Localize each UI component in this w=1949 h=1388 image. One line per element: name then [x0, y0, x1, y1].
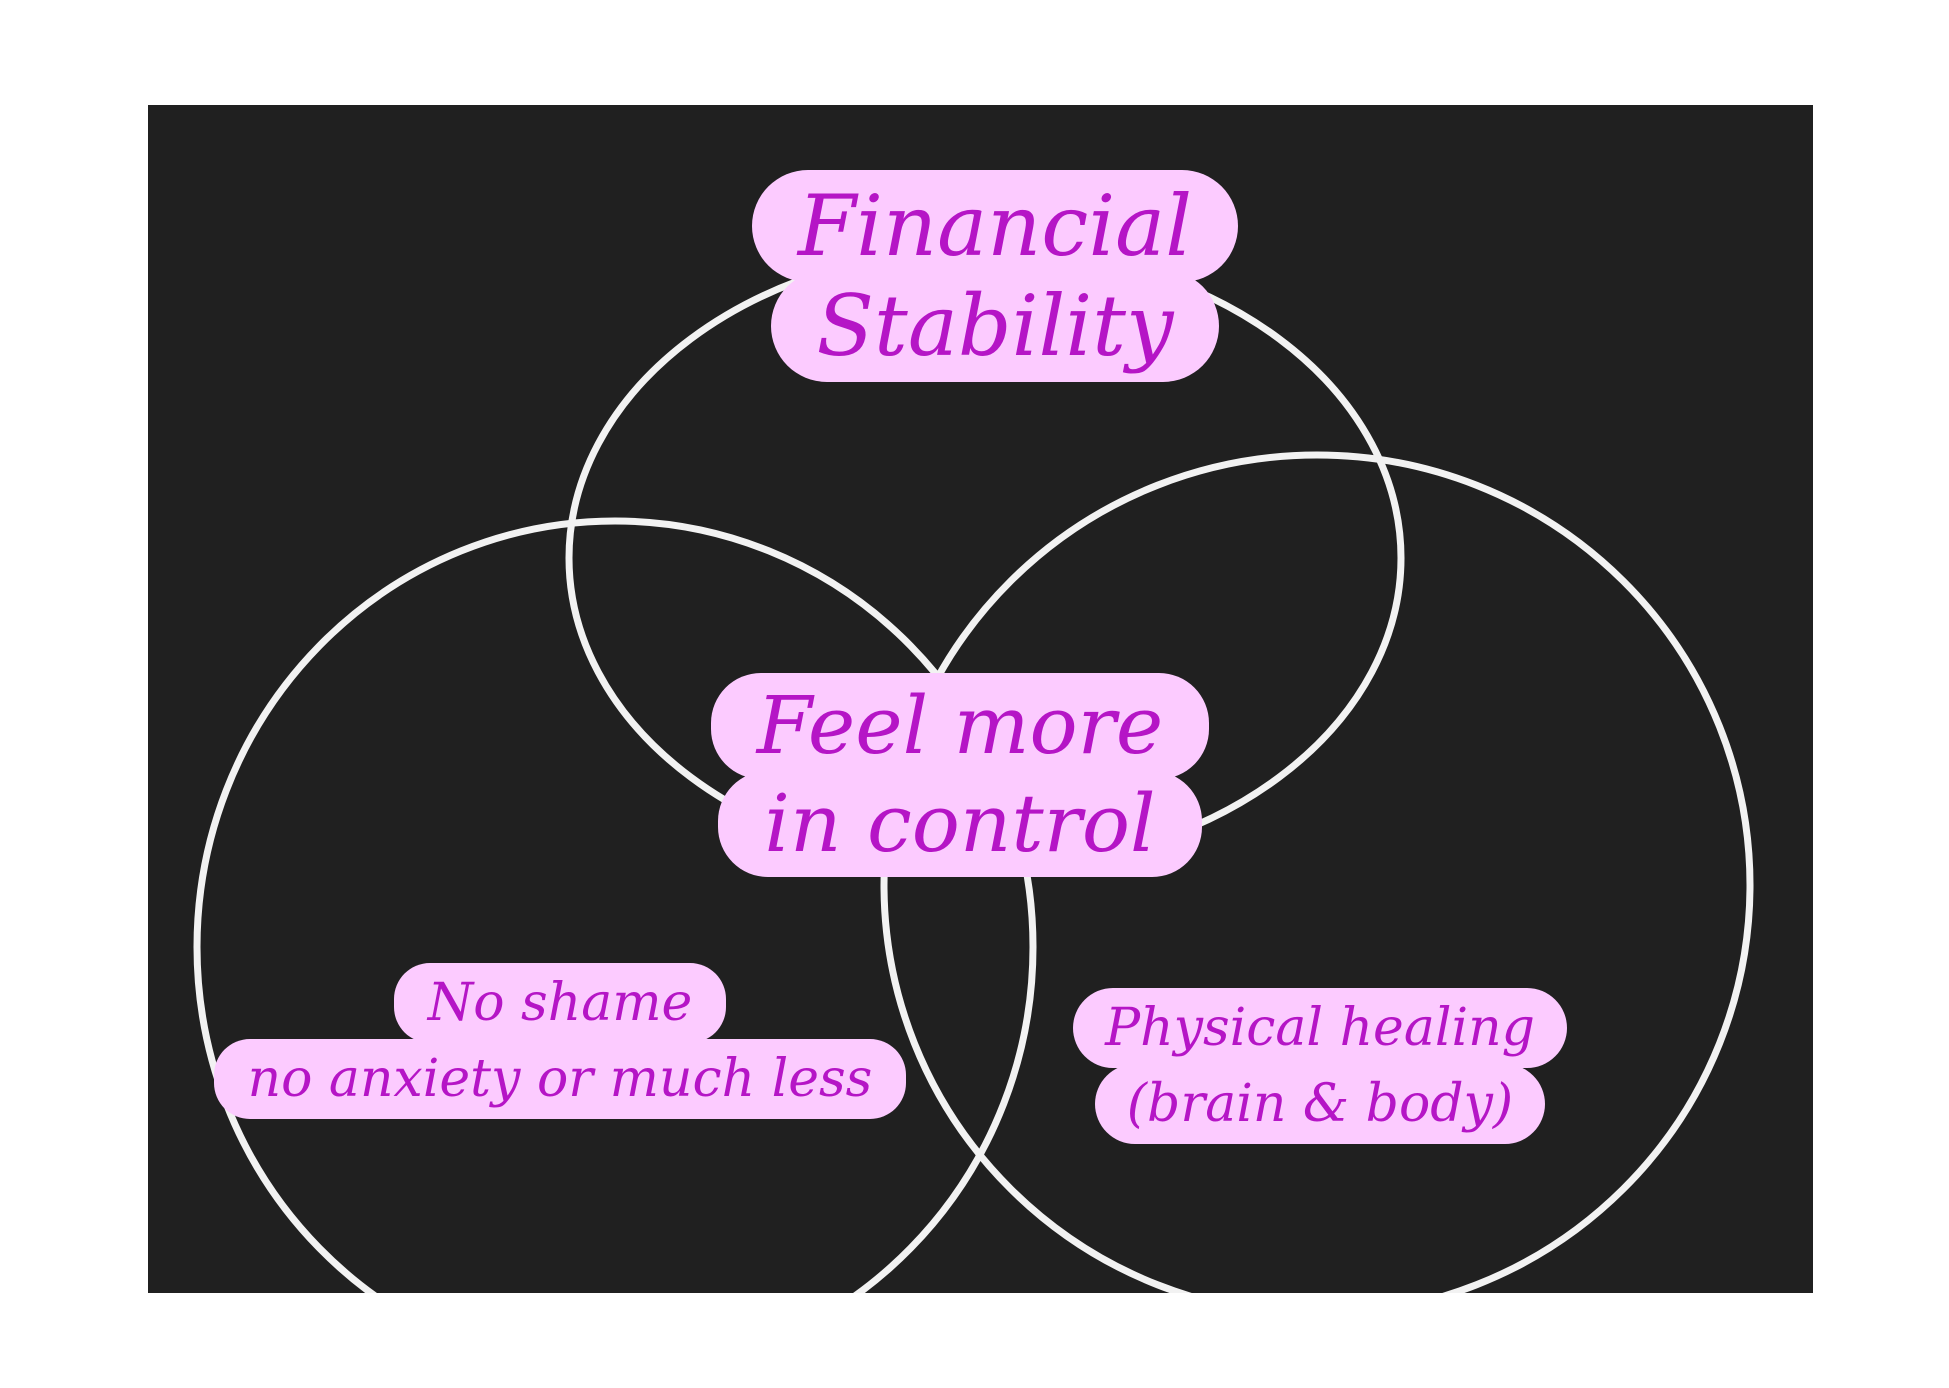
label-feel-more-in-control-line1: Feel more	[710, 673, 1210, 779]
label-no-shame-line1: No shame	[393, 963, 727, 1043]
label-physical-healing-line1: Physical healing	[1073, 988, 1567, 1068]
label-physical-healing: Physical healing (brain & body)	[1020, 988, 1620, 1144]
label-financial-stability: Financial Stability	[740, 170, 1250, 382]
label-no-shame: No shame no anxiety or much less	[150, 963, 970, 1119]
label-physical-healing-line2: (brain & body)	[1094, 1064, 1546, 1144]
label-no-shame-line2: no anxiety or much less	[213, 1039, 907, 1119]
label-financial-stability-line2: Stability	[770, 270, 1220, 382]
label-financial-stability-line1: Financial	[751, 170, 1239, 282]
venn-circle-right	[880, 451, 1754, 1293]
venn-circle-left	[193, 517, 1037, 1293]
label-feel-more-in-control-line2: in control	[718, 771, 1202, 877]
label-feel-more-in-control: Feel more in control	[700, 673, 1220, 877]
